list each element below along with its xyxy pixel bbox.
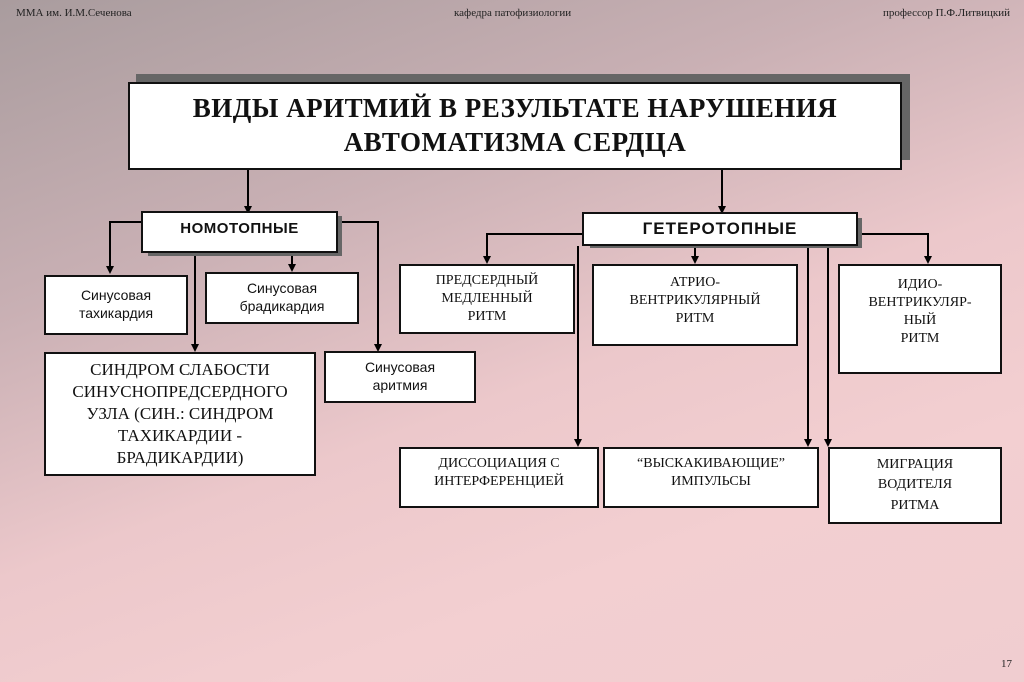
av-rhythm-line-1: АТРИО- xyxy=(669,275,721,290)
sick-sinus-box: СИНДРОМ СЛАБОСТИ СИНУСНОПРЕДСЕРДНОГО УЗЛ… xyxy=(44,352,316,476)
av-rhythm-line-3: РИТМ xyxy=(675,310,715,326)
sinus-tachycardia-box: Синусовая тахикардия xyxy=(44,275,188,335)
sick-sinus-line-4: ТАХИКАРДИИ - xyxy=(117,426,243,446)
page-number: 17 xyxy=(1001,658,1012,670)
idioventricular-rhythm-box: ИДИО- ВЕНТРИКУЛЯР- НЫЙ РИТМ xyxy=(838,264,1002,374)
heterotopic-box: ГЕТЕРОТОПНЫЕ xyxy=(582,212,858,246)
escape-line-2: ИМПУЛЬСЫ xyxy=(671,473,751,489)
escape-line-1: “ВЫСКАКИВАЮЩИЕ” xyxy=(637,456,785,471)
atrial-slow-line-2: МЕДЛЕННЫЙ xyxy=(441,290,533,306)
pacemaker-migration-box: МИГРАЦИЯ ВОДИТЕЛЯ РИТМА xyxy=(828,447,1002,524)
nomotopic-label: НОМОТОПНЫЕ xyxy=(180,220,299,237)
av-rhythm-line-2: ВЕНТРИКУЛЯРНЫЙ xyxy=(629,292,761,308)
migration-line-1: МИГРАЦИЯ xyxy=(876,457,954,473)
main-title: ВИДЫ АРИТМИЙ В РЕЗУЛЬТАТЕ НАРУШЕНИЯ АВТО… xyxy=(128,82,902,170)
sinus-bradycardia-box: Синусовая брадикардия xyxy=(205,272,359,324)
header-institution: ММА им. И.М.Сеченова xyxy=(16,7,132,19)
arrow-sinus-tachycardia xyxy=(106,221,144,274)
atrial-slow-line-1: ПРЕДСЕРДНЫЙ xyxy=(435,273,539,288)
sinus-bradycardia-line-2: брадикардия xyxy=(239,298,325,314)
idioventricular-line-1: ИДИО- xyxy=(897,277,943,292)
idioventricular-line-3: НЫЙ xyxy=(903,312,937,328)
sinus-tachycardia-line-2: тахикардия xyxy=(78,305,154,321)
title-line-2: АВТОМАТИЗМА СЕРДЦА xyxy=(343,127,687,157)
dissociation-line-1: ДИССОЦИАЦИЯ С xyxy=(438,456,560,471)
atrial-slow-line-3: РИТМ xyxy=(467,308,507,324)
dissociation-box: ДИССОЦИАЦИЯ С ИНТЕРФЕРЕНЦИЕЙ xyxy=(399,447,599,508)
nomotopic-box: НОМОТОПНЫЕ xyxy=(141,211,338,253)
av-rhythm-box: АТРИО- ВЕНТРИКУЛЯРНЫЙ РИТМ xyxy=(592,264,798,346)
heterotopic-label: ГЕТЕРОТОПНЫЕ xyxy=(642,219,798,239)
sinus-arrhythmia-line-1: Синусовая xyxy=(364,359,436,376)
atrial-slow-rhythm-box: ПРЕДСЕРДНЫЙ МЕДЛЕННЫЙ РИТМ xyxy=(399,264,575,334)
escape-impulses-box: “ВЫСКАКИВАЮЩИЕ” ИМПУЛЬСЫ xyxy=(603,447,819,508)
sick-sinus-line-1: СИНДРОМ СЛАБОСТИ xyxy=(90,359,270,379)
sinus-tachycardia-line-1: Синусовая xyxy=(80,287,152,304)
header-department: кафедра патофизиологии xyxy=(454,7,572,19)
sick-sinus-line-3: УЗЛА (СИН.: СИНДРОМ xyxy=(86,403,274,423)
sick-sinus-line-5: БРАДИКАРДИИ) xyxy=(116,448,244,468)
migration-line-3: РИТМА xyxy=(890,497,940,513)
idioventricular-line-2: ВЕНТРИКУЛЯР- xyxy=(868,294,972,310)
sinus-arrhythmia-box: Синусовая аритмия xyxy=(324,351,476,403)
idioventricular-line-4: РИТМ xyxy=(900,330,940,346)
sinus-bradycardia-line-1: Синусовая xyxy=(246,280,318,297)
sick-sinus-line-2: СИНУСНОПРЕДСЕРДНОГО xyxy=(72,381,288,401)
sinus-arrhythmia-line-2: аритмия xyxy=(372,377,428,393)
dissociation-line-2: ИНТЕРФЕРЕНЦИЕЙ xyxy=(434,473,564,489)
migration-line-2: ВОДИТЕЛЯ xyxy=(877,477,953,493)
header-professor: профессор П.Ф.Литвицкий xyxy=(882,7,1010,19)
arrow-idioventricular xyxy=(858,233,932,264)
arrow-atrial-slow xyxy=(483,233,584,264)
title-line-1: ВИДЫ АРИТМИЙ В РЕЗУЛЬТАТЕ НАРУШЕНИЯ xyxy=(192,93,838,124)
arrow-sinus-arrhythmia xyxy=(338,221,382,352)
